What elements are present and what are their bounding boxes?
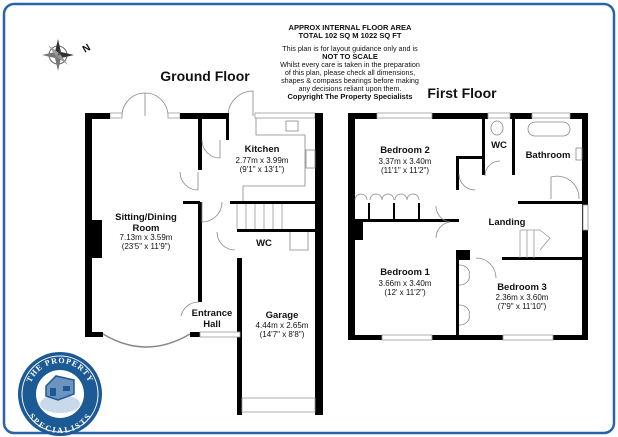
room-dimensions-metric: 4.44m x 2.65m (256, 321, 309, 330)
disclaimer-line: NOT TO SCALE (322, 52, 378, 61)
room-label-wc: WC (256, 238, 272, 249)
room-dimensions-imperial: (14'7" x 8'8") (260, 330, 305, 339)
room-label-bathroom: Bathroom (526, 150, 571, 161)
room-label-bedroom-2: Bedroom 2 (380, 145, 430, 156)
room-dimensions-imperial: (23'5" x 11'9") (122, 242, 171, 251)
disclaimer-line: Copyright The Property Specialists (287, 92, 412, 101)
room-dimensions-metric: 2.77m x 3.99m (236, 156, 289, 165)
room-label-sitting-dining: Sitting/Dining (115, 212, 177, 223)
disclaimer-line: of this plan, please check all dimension… (285, 68, 415, 77)
ground-floor-title: Ground Floor (160, 68, 250, 84)
room-dimensions-metric: 7.13m x 3.59m (120, 233, 173, 242)
room-label-wc: WC (491, 140, 507, 151)
disclaimer-line: shapes & compass bearings before making (281, 76, 419, 85)
room-label-landing: Landing (489, 217, 526, 228)
disclaimer-line: any decisions reliant upon them. (298, 84, 401, 93)
first-floor-plan: Bedroom 2 3.37m x 3.40m (11'1" x 11'2") … (348, 112, 589, 341)
ground-floor-plan: Kitchen 2.77m x 3.99m (9'1" x 13'1") Sit… (85, 90, 323, 415)
room-label-kitchen: Kitchen (245, 144, 280, 155)
room-dimensions-imperial: (7'9" x 11'10") (498, 302, 547, 311)
compass-north-label: N (81, 42, 93, 55)
floor-area-notice: APPROX INTERNAL FLOOR AREA TOTAL 102 SQ … (280, 23, 420, 101)
room-label-bedroom-1: Bedroom 1 (380, 267, 430, 278)
room-dimensions-metric: 3.37m x 3.40m (379, 157, 432, 166)
first-floor-title: First Floor (427, 85, 497, 101)
room-dimensions-metric: 3.66m x 3.40m (379, 279, 432, 288)
room-dimensions-imperial: (12' x 11'2") (384, 288, 426, 297)
room-dimensions-imperial: (11'1" x 11'2") (381, 166, 429, 175)
room-label-bedroom-3: Bedroom 3 (497, 282, 547, 293)
room-label-entrance-hall: Entrance (192, 308, 233, 319)
room-label-entrance-hall: Hall (203, 319, 220, 330)
disclaimer-line: This plan is for layout guidance only an… (282, 44, 418, 53)
room-label-sitting-dining: Room (133, 223, 160, 234)
room-dimensions-metric: 2.36m x 3.60m (496, 293, 549, 302)
area-line-1: APPROX INTERNAL FLOOR AREA (289, 23, 413, 32)
room-dimensions-imperial: (9'1" x 13'1") (240, 165, 285, 174)
disclaimer-line: Whilst every care is taken in the prepar… (280, 60, 420, 69)
area-line-2: TOTAL 102 SQ M 1022 SQ FT (299, 31, 402, 40)
compass-rose-icon: N (42, 39, 93, 71)
company-logo: THE PROPERTY SPECIALISTS (18, 352, 102, 436)
room-label-garage: Garage (266, 310, 299, 321)
